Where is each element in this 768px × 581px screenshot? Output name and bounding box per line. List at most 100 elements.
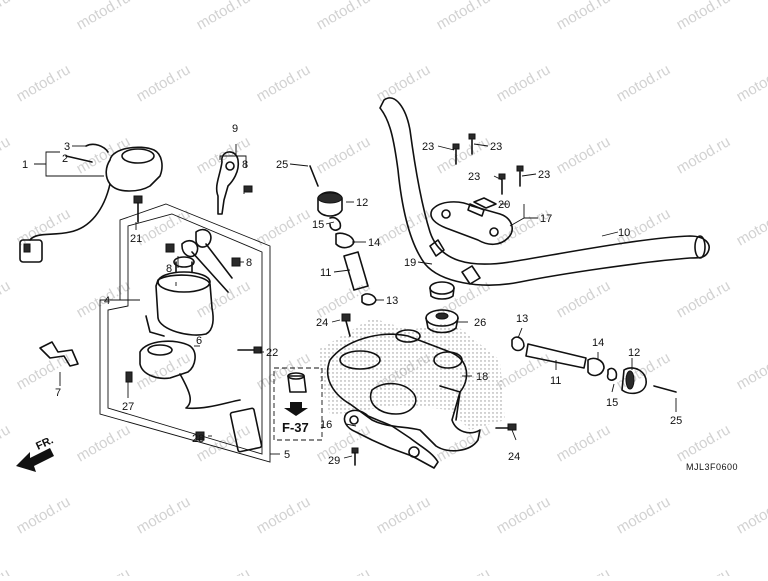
watermark-text: motod.ru: [254, 349, 314, 393]
watermark-text: motod.ru: [314, 133, 374, 177]
callout-17: 17: [540, 213, 552, 225]
watermark-text: motod.ru: [434, 565, 494, 576]
watermark-text: motod.ru: [434, 0, 494, 33]
watermark-text: motod.ru: [554, 565, 614, 576]
watermark-text: motod.ru: [734, 349, 768, 393]
callout-8c: 8: [246, 257, 252, 269]
watermark-text: motod.ru: [254, 493, 314, 537]
watermark-text: motod.ru: [74, 421, 134, 465]
watermark-text: motod.ru: [494, 493, 554, 537]
callout-29: 29: [328, 455, 340, 467]
watermark-text: motod.ru: [554, 277, 614, 321]
watermark-text: motod.ru: [374, 493, 434, 537]
watermark-text: motod.ru: [0, 565, 13, 576]
watermark-text: motod.ru: [134, 493, 194, 537]
watermark-text: motod.ru: [674, 421, 734, 465]
front-direction-indicator: [16, 448, 54, 472]
callout-14b: 14: [592, 337, 604, 349]
arrow-left-icon: [16, 448, 54, 472]
watermark-text: motod.ru: [74, 133, 134, 177]
lock-cylinder: [146, 230, 240, 336]
watermark-text: motod.ru: [554, 0, 614, 33]
bolt-24-right: [496, 424, 516, 430]
callout-24b: 24: [508, 451, 520, 463]
callout-25a: 25: [276, 159, 288, 171]
callout-10: 10: [618, 227, 630, 239]
reference-label: F-37: [282, 420, 309, 435]
watermark-text: motod.ru: [314, 565, 374, 576]
callout-25b: 25: [670, 415, 682, 427]
callout-19: 19: [404, 257, 416, 269]
callout-3: 3: [64, 141, 70, 153]
callout-13a: 13: [386, 295, 398, 307]
callout-15b: 15: [606, 397, 618, 409]
callout-26: 26: [474, 317, 486, 329]
watermark-text: motod.ru: [74, 0, 134, 33]
callout-24a: 24: [316, 317, 328, 329]
watermark-text: motod.ru: [734, 493, 768, 537]
bolt-24-left: [342, 314, 350, 336]
watermark-text: motod.ru: [674, 277, 734, 321]
callout-12a: 12: [356, 197, 368, 209]
callout-1: 1: [22, 159, 28, 171]
watermark-text: motod.ru: [0, 277, 13, 321]
bolt-29: [352, 448, 358, 465]
watermark-text: motod.ru: [494, 349, 554, 393]
watermark-text: motod.ru: [554, 133, 614, 177]
watermark-text: motod.ru: [134, 61, 194, 105]
watermark-text: motod.ru: [14, 205, 74, 249]
diagram-code: MJL3F0600: [686, 462, 738, 472]
down-arrow-icon: [284, 402, 308, 416]
watermark-text: motod.ru: [0, 133, 13, 177]
callout-11b: 11: [550, 375, 561, 387]
callout-8a: 8: [242, 159, 248, 171]
callout-23a: 23: [422, 141, 434, 153]
callout-21: 21: [130, 233, 142, 245]
watermark-text: motod.ru: [134, 349, 194, 393]
watermark-text: motod.ru: [14, 61, 74, 105]
watermark-text: motod.ru: [614, 493, 674, 537]
watermark-text: motod.ru: [614, 61, 674, 105]
watermark-text: motod.ru: [314, 0, 374, 33]
watermark-text: motod.ru: [674, 0, 734, 33]
watermark-text: motod.ru: [434, 421, 494, 465]
callout-15a: 15: [312, 219, 324, 231]
callout-16: 16: [320, 419, 332, 431]
watermark-text: motod.ru: [674, 565, 734, 576]
watermark-text: motod.ru: [0, 0, 13, 33]
callout-4: 4: [104, 295, 110, 307]
callout-6: 6: [196, 335, 202, 347]
callout-23d: 23: [538, 169, 550, 181]
callout-22: 22: [266, 347, 278, 359]
screw-21: [134, 196, 142, 222]
callout-8b: 8: [166, 263, 172, 275]
callout-2: 2: [62, 153, 68, 165]
callout-27: 27: [122, 401, 134, 413]
watermark-text: motod.ru: [194, 565, 254, 576]
watermark-text: motod.ru: [14, 493, 74, 537]
watermark-text: motod.ru: [734, 61, 768, 105]
watermark-text: motod.ru: [194, 0, 254, 33]
handlebar: [380, 98, 709, 285]
watermark-text: motod.ru: [374, 61, 434, 105]
callout-18: 18: [476, 371, 488, 383]
watermark-text: motod.ru: [0, 421, 13, 465]
callout-23b: 23: [490, 141, 502, 153]
watermark-text: motod.ru: [254, 61, 314, 105]
callout-23c: 23: [468, 171, 480, 183]
callout-13b: 13: [516, 313, 528, 325]
callout-11a: 11: [320, 267, 331, 279]
watermark-text: motod.ru: [494, 61, 554, 105]
callout-20: 20: [498, 199, 510, 211]
watermark-text: motod.ru: [674, 133, 734, 177]
watermark-text: motod.ru: [74, 565, 134, 576]
callout-9: 9: [232, 123, 238, 135]
watermark-text: motod.ru: [194, 277, 254, 321]
screw-22: [238, 347, 261, 353]
callout-12b: 12: [628, 347, 640, 359]
watermark-text: motod.ru: [434, 133, 494, 177]
front-label: FR.: [34, 434, 55, 452]
